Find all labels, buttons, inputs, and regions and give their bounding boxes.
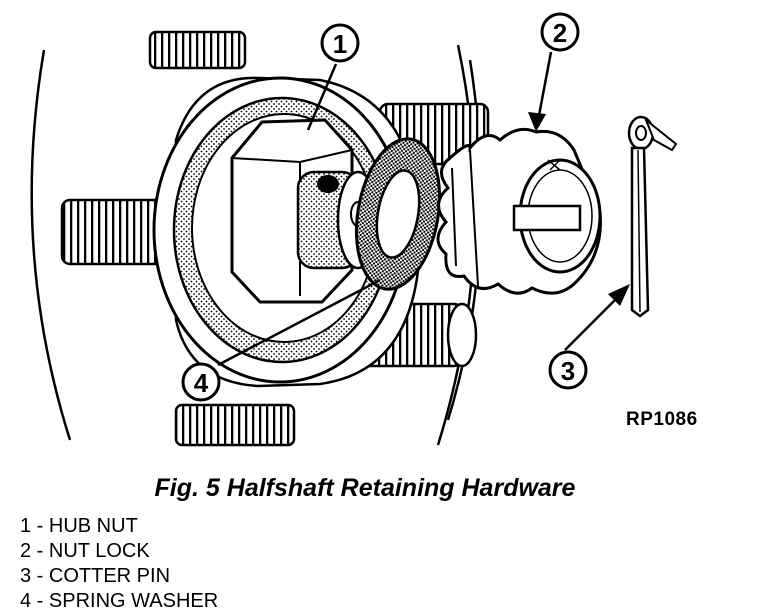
spring-washer <box>354 137 442 291</box>
exploded-view-illustration: 1 2 3 4 <box>30 12 678 447</box>
wheel-stud-bottom <box>174 403 296 447</box>
legend-item-hub-nut: 1 - HUB NUT <box>20 515 138 537</box>
arrowhead-3 <box>608 284 630 306</box>
arrowhead-2 <box>528 112 546 132</box>
parts-legend: 1 - HUB NUT 2 - NUT LOCK 3 - COTTER PIN … <box>20 514 218 614</box>
legend-item-nut-lock: 2 - NUT LOCK <box>20 540 150 562</box>
callout-2: 2 <box>540 12 580 52</box>
callout-2-label: 2 <box>553 18 567 48</box>
figure-caption: Fig. 5 Halfshaft Retaining Hardware <box>154 474 576 502</box>
leader-1 <box>306 63 338 131</box>
wheel-stud-top <box>148 30 247 70</box>
callout-4: 4 <box>181 362 221 402</box>
callout-3: 3 <box>548 350 588 390</box>
nut-lock <box>436 127 602 295</box>
callout-1-label: 1 <box>333 29 347 59</box>
callout-3-label: 3 <box>561 356 575 386</box>
legend-item-cotter-pin: 3 - COTTER PIN <box>20 565 171 587</box>
figure-reference-code: RP1086 <box>626 409 698 430</box>
callout-4-label: 4 <box>194 368 209 398</box>
callout-1: 1 <box>320 23 360 63</box>
callout-arrowheads <box>528 112 630 306</box>
legend-item-spring-washer: 4 - SPRING WASHER <box>20 590 219 612</box>
leader-4 <box>217 278 381 367</box>
cotter-pin <box>627 115 678 318</box>
